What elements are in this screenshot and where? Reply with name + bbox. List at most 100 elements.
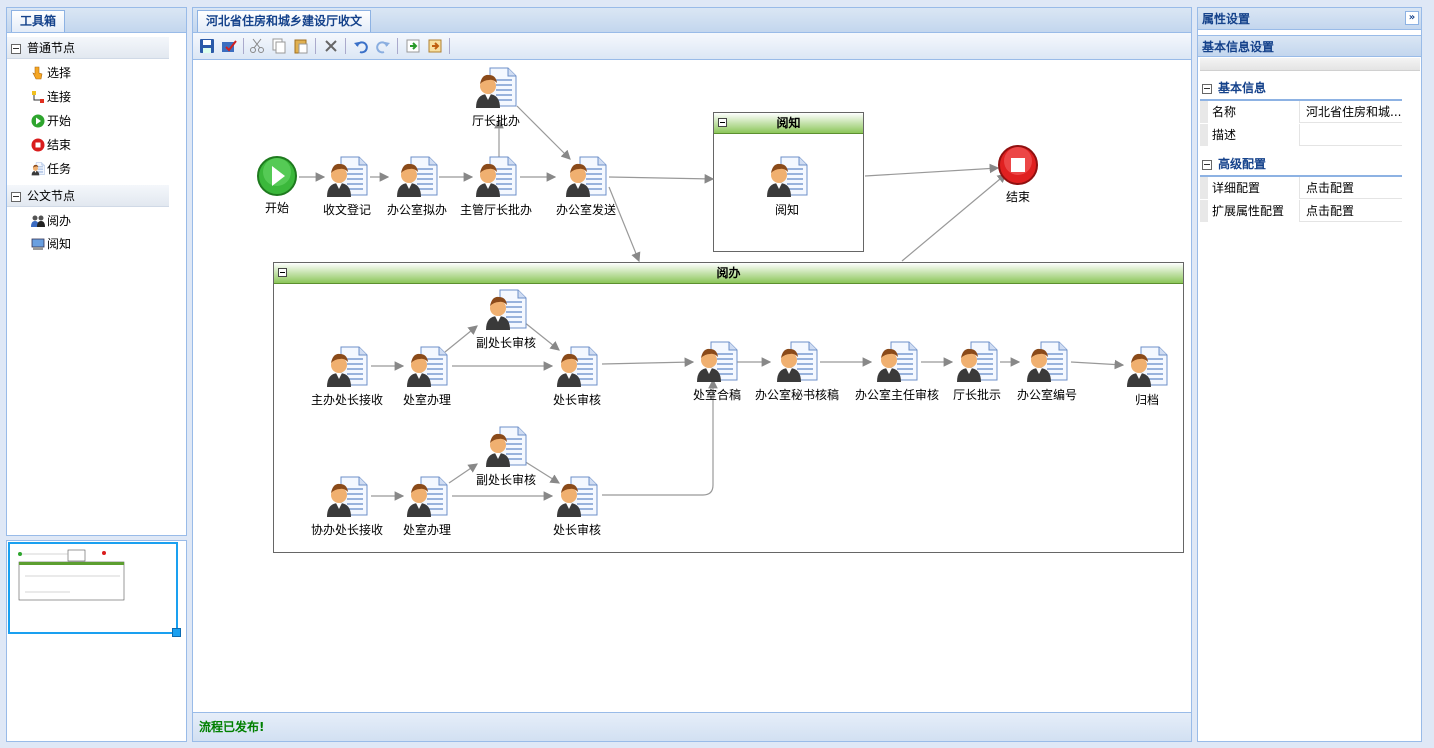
- node-archive[interactable]: 归档: [1102, 345, 1192, 408]
- task-icon: [395, 155, 439, 199]
- prop-value[interactable]: 点击配置: [1306, 204, 1355, 218]
- prop-row-description[interactable]: 描述: [1200, 124, 1402, 146]
- node-label: 办公室拟办: [386, 203, 447, 217]
- cut-icon[interactable]: [249, 38, 265, 54]
- node-label: 主办处长接收: [310, 393, 383, 407]
- overview-resize-handle[interactable]: [172, 628, 181, 637]
- tool-item-read-notify[interactable]: 阅知: [31, 233, 71, 255]
- tool-item-label: 连接: [47, 90, 72, 104]
- basic-section-header[interactable]: 基本信息: [1198, 77, 1266, 99]
- grid-header: [1200, 58, 1420, 71]
- node-receive[interactable]: 收文登记: [302, 155, 392, 218]
- prop-value[interactable]: 点击配置: [1306, 181, 1355, 195]
- toolbar-separator: [397, 38, 398, 54]
- tool-item-read-handle[interactable]: 阅办: [31, 210, 71, 232]
- tool-item-connect[interactable]: 连接: [31, 86, 71, 108]
- node-start[interactable]: 开始: [232, 155, 322, 216]
- overview-viewport[interactable]: [8, 542, 178, 634]
- node-co-receive[interactable]: 协办处长接收: [302, 475, 392, 538]
- toolbox-tab[interactable]: 工具箱: [11, 10, 66, 32]
- redo-icon[interactable]: [375, 38, 391, 54]
- node-secretary[interactable]: 办公室秘书核稿: [752, 340, 842, 403]
- tool-item-label: 开始: [47, 114, 72, 128]
- node-label: 归档: [1134, 393, 1159, 407]
- group-read-notify-icon: [31, 238, 45, 250]
- export-icon[interactable]: [427, 38, 443, 54]
- task-icon: [1025, 340, 1069, 384]
- prop-key: 描述: [1200, 124, 1300, 146]
- node-hall-instruct[interactable]: 厅长批示: [932, 340, 1022, 403]
- prop-row-extended-config[interactable]: 扩展属性配置点击配置: [1200, 200, 1402, 222]
- group-read-handle-icon: [31, 215, 45, 227]
- task-icon: [555, 345, 599, 389]
- collapse-icon[interactable]: [1202, 83, 1212, 94]
- collapse-icon[interactable]: [718, 118, 727, 127]
- node-co-handle[interactable]: 处室办理: [382, 475, 472, 538]
- task-icon: [484, 425, 528, 469]
- connector-icon: [32, 91, 44, 103]
- node-numbering[interactable]: 办公室编号: [1002, 340, 1092, 403]
- node-hall-approve[interactable]: 厅长批办: [451, 66, 541, 129]
- node-office-director[interactable]: 办公室主任审核: [852, 340, 942, 403]
- node-label: 主管厅长批办: [459, 203, 532, 217]
- advanced-section-header[interactable]: 高级配置: [1198, 153, 1266, 175]
- save-icon[interactable]: [199, 38, 215, 54]
- node-co-deputy[interactable]: 副处长审核: [461, 425, 551, 488]
- publish-icon[interactable]: [221, 38, 237, 54]
- task-icon: [405, 475, 449, 519]
- task-icon: [484, 288, 528, 332]
- prop-value[interactable]: 河北省住房和城...: [1306, 105, 1402, 119]
- designer-tab[interactable]: 河北省住房和城乡建设厅收文: [197, 10, 372, 32]
- paste-icon[interactable]: [293, 38, 309, 54]
- connection-lines: [299, 105, 1125, 501]
- node-director-approve[interactable]: 主管厅长批办: [451, 155, 541, 218]
- section-title: 高级配置: [1218, 157, 1267, 171]
- tool-item-end[interactable]: 结束: [31, 134, 71, 156]
- node-main-handle[interactable]: 处室办理: [382, 345, 472, 408]
- node-main-deputy[interactable]: 副处长审核: [461, 288, 551, 351]
- copy-icon[interactable]: [271, 38, 287, 54]
- workflow-canvas[interactable]: 阅知 阅办: [193, 60, 1191, 711]
- collapse-icon[interactable]: [11, 43, 21, 54]
- collapse-icon[interactable]: [1202, 159, 1212, 170]
- prop-key: 扩展属性配置: [1200, 200, 1300, 222]
- collapse-icon[interactable]: [11, 191, 21, 202]
- group-title: 阅知: [776, 116, 801, 130]
- node-co-chief[interactable]: 处长审核: [532, 475, 622, 538]
- tool-item-label: 选择: [47, 66, 72, 80]
- node-merge[interactable]: 处室合稿: [672, 340, 762, 403]
- task-icon: [955, 340, 999, 384]
- undo-icon[interactable]: [353, 38, 369, 54]
- node-main-receive[interactable]: 主办处长接收: [302, 345, 392, 408]
- status-bar: 流程已发布!: [193, 712, 1191, 741]
- group-header[interactable]: 阅办: [274, 263, 1183, 284]
- node-label: 办公室主任审核: [854, 388, 939, 402]
- import-icon[interactable]: [405, 38, 421, 54]
- node-office-draft[interactable]: 办公室拟办: [372, 155, 462, 218]
- task-icon: [325, 475, 369, 519]
- task-icon: [564, 155, 608, 199]
- node-end[interactable]: 结束: [973, 144, 1063, 205]
- node-office-send[interactable]: 办公室发送: [541, 155, 631, 218]
- prop-row-detail-config[interactable]: 详细配置点击配置: [1200, 177, 1402, 199]
- collapse-right-icon[interactable]: »: [1405, 11, 1419, 25]
- section-divider: [1200, 99, 1402, 101]
- prop-row-name[interactable]: 名称河北省住房和城...: [1200, 101, 1402, 123]
- task-icon: [405, 345, 449, 389]
- group-header[interactable]: 阅知: [714, 113, 863, 134]
- panel-title: 属性设置: [1202, 12, 1251, 26]
- node-main-chief[interactable]: 处长审核: [532, 345, 622, 408]
- node-notify[interactable]: 阅知: [742, 155, 832, 218]
- delete-icon[interactable]: [323, 38, 339, 54]
- toolbox-section-common[interactable]: 普通节点: [7, 37, 169, 59]
- tool-item-label: 阅办: [47, 214, 72, 228]
- prop-value[interactable]: [1300, 124, 1402, 146]
- tool-item-label: 结束: [47, 138, 72, 152]
- toolbox-section-document[interactable]: 公文节点: [7, 185, 169, 207]
- tool-item-select[interactable]: 选择: [31, 62, 71, 84]
- tool-item-start[interactable]: 开始: [31, 110, 71, 132]
- tool-item-task[interactable]: 任务: [31, 158, 71, 180]
- collapse-icon[interactable]: [278, 268, 287, 277]
- group-title: 阅办: [716, 266, 741, 280]
- task-icon: [775, 340, 819, 384]
